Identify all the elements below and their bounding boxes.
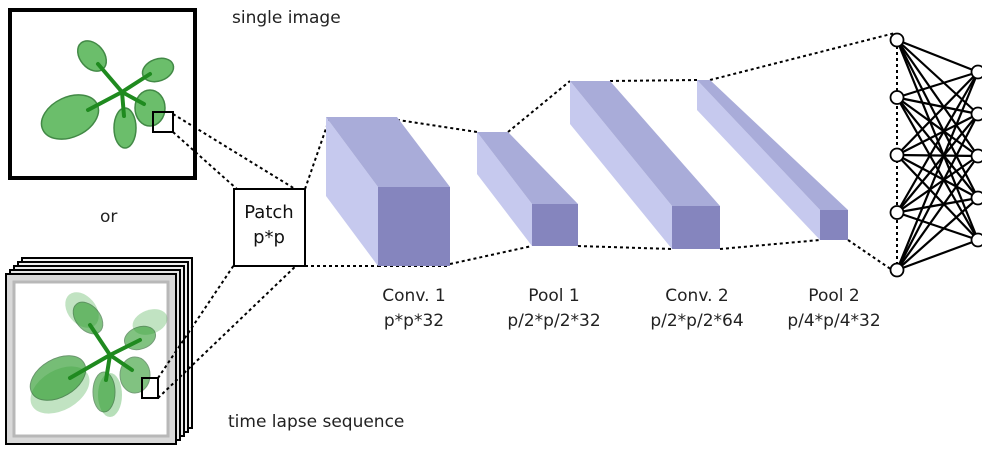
fc-edge — [896, 154, 979, 241]
patch-box: Patch p*p — [233, 188, 306, 267]
fc-edge — [896, 96, 979, 157]
fc-edge — [896, 38, 979, 74]
patch-selector — [141, 377, 159, 399]
conv2-block — [570, 81, 720, 249]
plant-rosette-overlay — [29, 292, 168, 417]
output-neuron — [970, 232, 982, 248]
input-neuron — [889, 262, 905, 278]
plant-stems — [86, 62, 152, 118]
single-image-frame — [8, 8, 197, 180]
input-neuron — [889, 90, 905, 105]
layer-labels: Conv. 1 p*p*32 Pool 1 p/2*p/2*32 Conv. 2… — [382, 286, 880, 331]
layer-dims: p/4*p/4*32 — [787, 311, 880, 331]
fc-edge — [896, 39, 979, 115]
fc-edge — [896, 238, 979, 272]
fc-edge — [896, 153, 979, 158]
fc-edge — [896, 70, 979, 99]
fc-edge — [896, 96, 979, 199]
fc-edge — [896, 39, 979, 157]
fc-edge — [895, 39, 980, 241]
fc-edge — [895, 71, 980, 271]
fc-edge — [896, 113, 979, 214]
input-neuron — [889, 147, 905, 163]
or-label: or — [100, 207, 117, 227]
output-neuron — [970, 106, 982, 122]
layer-name: Conv. 2 — [665, 286, 728, 306]
patch-size-label: p*p — [253, 227, 285, 248]
fc-edge — [896, 96, 979, 116]
fc-edge — [896, 71, 979, 214]
single-image-label: single image — [232, 8, 341, 28]
fc-edge — [896, 155, 979, 214]
fc-edge — [896, 71, 979, 156]
patch-label: Patch — [244, 202, 293, 223]
patch-selector — [152, 111, 174, 133]
output-neuron — [970, 64, 982, 80]
fc-edge — [896, 113, 979, 156]
layer-name: Pool 1 — [528, 286, 579, 306]
patch-connectors — [157, 113, 301, 399]
output-neuron — [970, 148, 982, 164]
fc-edge — [896, 113, 979, 271]
time-lapse-label: time lapse sequence — [228, 412, 404, 432]
layer-name: Pool 2 — [808, 286, 859, 306]
fully-connected-network — [889, 32, 982, 278]
fc-edge — [896, 211, 979, 242]
input-neuron — [889, 32, 905, 48]
output-neuron — [970, 190, 982, 206]
layer-name: Conv. 1 — [382, 286, 445, 306]
fc-edge — [896, 155, 979, 271]
layer-dims: p/2*p/2*64 — [650, 311, 743, 331]
fc-edge — [896, 39, 979, 199]
time-lapse-stack — [5, 257, 193, 445]
pool1-block — [477, 132, 578, 246]
fc-edge — [896, 154, 979, 199]
input-neuron — [889, 205, 905, 220]
layer-connectors — [304, 32, 896, 273]
fc-edge — [896, 196, 979, 214]
leaf — [134, 89, 166, 127]
layer-dims: p/2*p/2*32 — [507, 311, 600, 331]
single-image-panel — [8, 8, 197, 180]
conv1-block — [326, 117, 450, 266]
fc-edge — [896, 197, 979, 271]
pool2-block — [697, 80, 848, 240]
plant-rosette — [40, 40, 175, 149]
layer-dims: p*p*32 — [384, 311, 444, 331]
